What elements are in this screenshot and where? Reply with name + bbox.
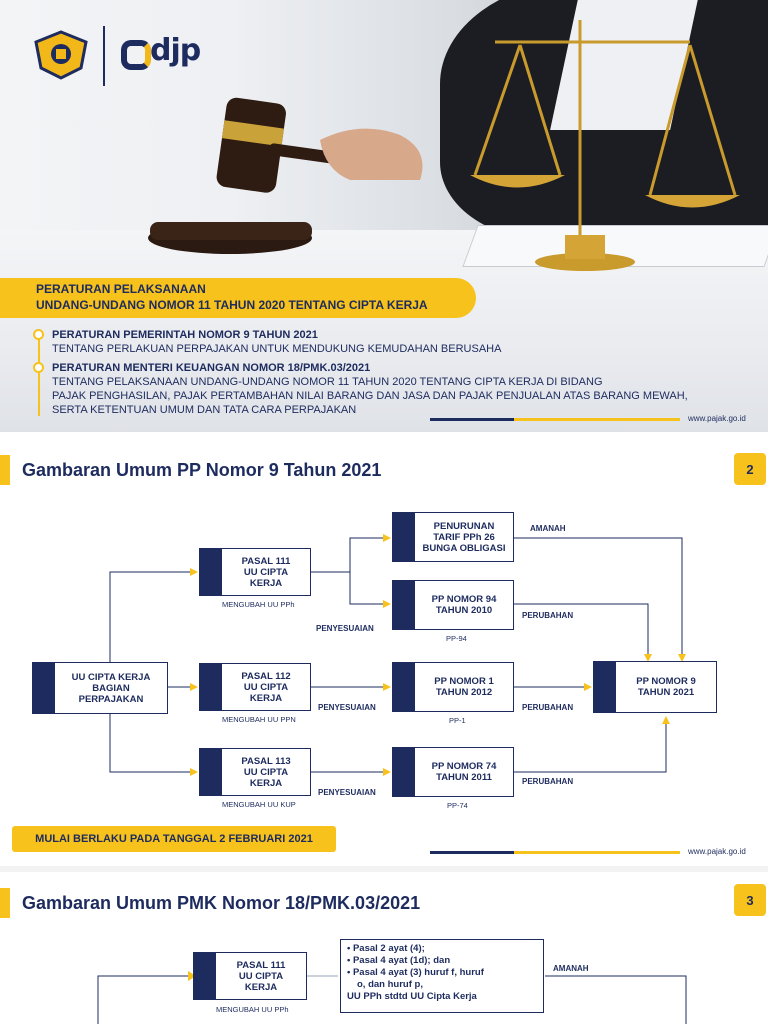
- timeline-dot-1: [33, 329, 44, 340]
- caption-mengubah-ppn: MENGUBAH UU PPN: [222, 715, 296, 724]
- banner-line-1: PERATURAN PELAKSANAAN: [36, 282, 206, 296]
- slide3-label-amanah: AMANAH: [553, 964, 589, 973]
- slide-separator: [0, 866, 768, 872]
- slide-2-accent: [0, 455, 10, 485]
- slide-2-title: Gambaran Umum PP Nomor 9 Tahun 2021: [22, 460, 382, 480]
- scale-pan-right: [645, 195, 740, 208]
- slide-2: [0, 438, 768, 866]
- label-perubahan-2: PERUBAHAN: [522, 703, 574, 712]
- label-amanah: AMANAH: [530, 524, 566, 533]
- scale-stand: [565, 235, 605, 259]
- pasal-bullet-2: • Pasal 4 ayat (1d); dan: [347, 955, 451, 966]
- label-penyesuaian-3: PENYESUAIAN: [318, 788, 376, 797]
- footer-line-yellow-2: [514, 851, 680, 854]
- scale-pan-left: [470, 175, 565, 188]
- pasal-bullet-1: • Pasal 2 ayat (4);: [347, 943, 425, 954]
- djp-logo-text: djp: [150, 33, 201, 68]
- cover-slide: djp PERATURAN PELAKSANAAN UNDANG-UNDANG …: [0, 0, 768, 432]
- regulation-desc-2a: TENTANG PELAKSANAAN UNDANG-UNDANG NOMOR …: [52, 376, 603, 388]
- footer-line-navy-2: [430, 851, 514, 854]
- regulation-banner: PERATURAN PELAKSANAAN UNDANG-UNDANG NOMO…: [0, 278, 476, 318]
- label-perubahan-3: PERUBAHAN: [522, 777, 574, 786]
- kemenkeu-emblem-icon: [34, 30, 88, 80]
- timeline-line: [38, 330, 40, 416]
- footer-url[interactable]: www.pajak.go.id: [688, 414, 746, 423]
- regulation-title-2: PERATURAN MENTERI KEUANGAN NOMOR 18/PMK.…: [52, 362, 371, 374]
- caption-pp94: PP-94: [446, 634, 467, 643]
- caption-mengubah-pph: MENGUBAH UU PPh: [222, 600, 295, 609]
- djp-logo-icon: [121, 40, 151, 70]
- effective-date-banner: MULAI BERLAKU PADA TANGGAL 2 FEBRUARI 20…: [12, 826, 336, 852]
- slide-3-number: 3: [734, 884, 766, 916]
- footer-url-2[interactable]: www.pajak.go.id: [688, 847, 746, 856]
- caption-pp1: PP-1: [449, 716, 466, 725]
- timeline-dot-2: [33, 362, 44, 373]
- logo-divider: [103, 26, 105, 86]
- label-perubahan-1: PERUBAHAN: [522, 611, 574, 620]
- footer-line-yellow: [514, 418, 680, 421]
- regulation-desc-2b: PAJAK PENGHASILAN, PAJAK PERTAMBAHAN NIL…: [52, 390, 688, 402]
- slide-3-title: Gambaran Umum PMK Nomor 18/PMK.03/2021: [22, 893, 421, 913]
- caption-mengubah-kup: MENGUBAH UU KUP: [222, 800, 296, 809]
- label-penyesuaian-2: PENYESUAIAN: [318, 703, 376, 712]
- banner-line-2: UNDANG-UNDANG NOMOR 11 TAHUN 2020 TENTAN…: [36, 298, 428, 312]
- slide3-caption: MENGUBAH UU PPh: [216, 1005, 289, 1014]
- label-penyesuaian-1: PENYESUAIAN: [316, 624, 374, 633]
- regulation-desc-2c: SERTA KETENTUAN UMUM DAN TATA CARA PERPA…: [52, 404, 357, 416]
- caption-pp74: PP-74: [447, 801, 468, 810]
- pasal-list-tail: UU PPh stdtd UU Cipta Kerja: [347, 991, 477, 1002]
- gavel-scales-illustration: [148, 20, 740, 271]
- slide-2-number: 2: [734, 453, 766, 485]
- regulation-desc-1: TENTANG PERLAKUAN PERPAJAKAN UNTUK MENDU…: [52, 343, 502, 355]
- footer-line-navy: [430, 418, 514, 421]
- regulation-title-1: PERATURAN PEMERINTAH NOMOR 9 TAHUN 2021: [52, 329, 318, 341]
- gavel-base-top: [150, 222, 312, 240]
- pasal-list-box: • Pasal 2 ayat (4); • Pasal 4 ayat (1d);…: [340, 939, 544, 1013]
- slide-3-accent: [0, 888, 10, 918]
- pasal-bullet-3: • Pasal 4 ayat (3) huruf f, huruf: [347, 967, 484, 978]
- pasal-bullet-3-cont: o, dan huruf p,: [357, 979, 423, 990]
- hand-icon: [320, 128, 423, 180]
- scales-icon: [473, 20, 737, 255]
- scale-base: [535, 253, 635, 271]
